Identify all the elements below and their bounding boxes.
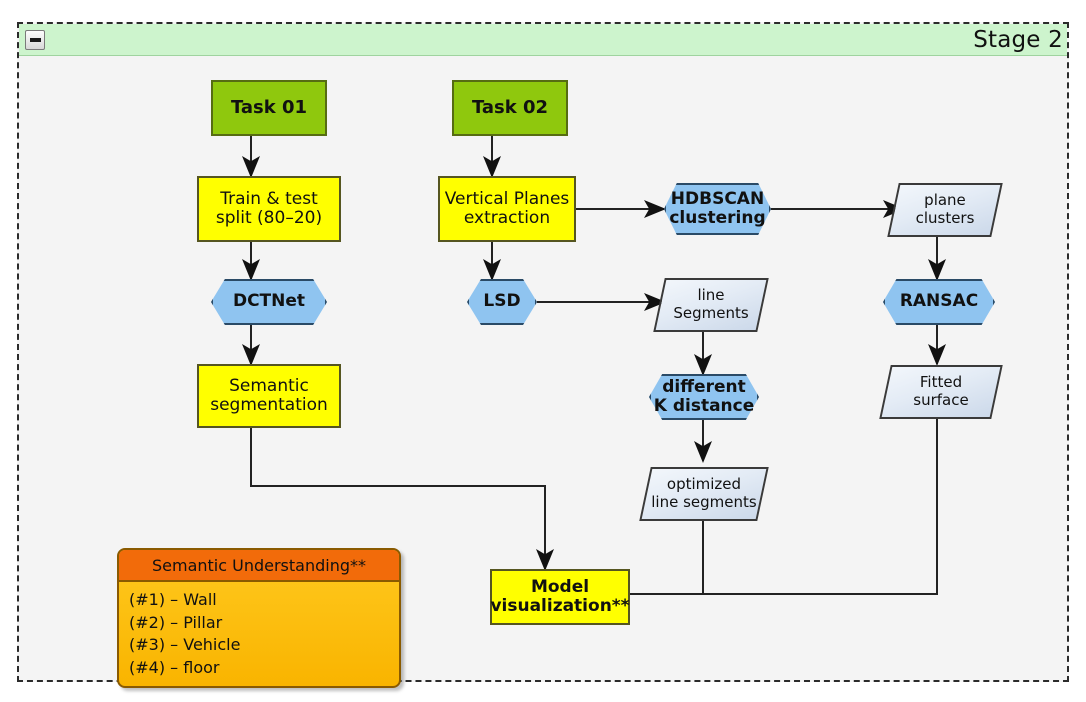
node-ransac-label: RANSAC	[899, 291, 979, 312]
legend-item: (#3) – Vehicle	[129, 635, 241, 655]
node-task02[interactable]: Task 02	[452, 80, 568, 136]
node-fitted-surface[interactable]: Fitted surface	[879, 365, 1003, 419]
node-optimized-line-segments[interactable]: optimized line segments	[639, 467, 769, 521]
node-different-k-distance[interactable]: different K distance	[649, 374, 759, 420]
legend-items: (#1) – Wall (#2) – Pillar (#3) – Vehicle…	[119, 582, 399, 680]
node-fitted-surface-label: Fitted surface	[913, 373, 969, 409]
legend-item: (#1) – Wall	[129, 590, 217, 609]
minus-glyph	[29, 38, 41, 42]
stage-title: Stage 2	[973, 26, 1063, 53]
node-dctnet[interactable]: DCTNet	[211, 279, 327, 325]
node-model-visualization[interactable]: Model visualization**	[490, 569, 630, 625]
node-vertical-planes-extraction[interactable]: Vertical Planes extraction	[438, 176, 576, 242]
node-optimized-lines-label: optimized line segments	[651, 475, 757, 511]
legend-item: (#2) – Pillar	[129, 612, 223, 632]
hexagon-shape	[664, 183, 771, 235]
node-plane-clusters[interactable]: plane clusters	[887, 183, 1003, 237]
node-lsd[interactable]: LSD	[467, 279, 537, 325]
node-plane-clusters-label: plane clusters	[915, 191, 975, 227]
hexagon-shape	[211, 279, 327, 325]
hexagon-shape	[467, 279, 537, 325]
node-k-distance-label: different K distance	[653, 376, 755, 416]
node-line-segments-label: line Segments	[673, 286, 749, 322]
minus-icon[interactable]	[25, 30, 45, 50]
node-line-segments[interactable]: line Segments	[653, 278, 769, 332]
node-ransac[interactable]: RANSAC	[883, 279, 995, 325]
node-lsd-label: LSD	[483, 291, 521, 312]
legend-title: Semantic Understanding**	[119, 550, 399, 582]
node-dctnet-label: DCTNet	[232, 291, 306, 312]
stage-header: Stage 2	[19, 24, 1067, 56]
node-hdbscan-clustering[interactable]: HDBSCAN clustering	[664, 183, 771, 235]
legend-item: (#4) – floor	[129, 658, 220, 678]
node-hdbscan-label: HDBSCAN clustering	[669, 188, 766, 228]
stage-container: Stage 2	[17, 22, 1069, 688]
hexagon-shape	[649, 374, 759, 420]
hexagon-shape	[883, 279, 995, 325]
node-train-test-split[interactable]: Train & test split (80–20)	[197, 176, 341, 242]
node-task01[interactable]: Task 01	[211, 80, 327, 136]
node-semantic-segmentation[interactable]: Semantic segmentation	[197, 364, 341, 428]
legend-semantic-understanding: Semantic Understanding** (#1) – Wall (#2…	[117, 548, 401, 688]
